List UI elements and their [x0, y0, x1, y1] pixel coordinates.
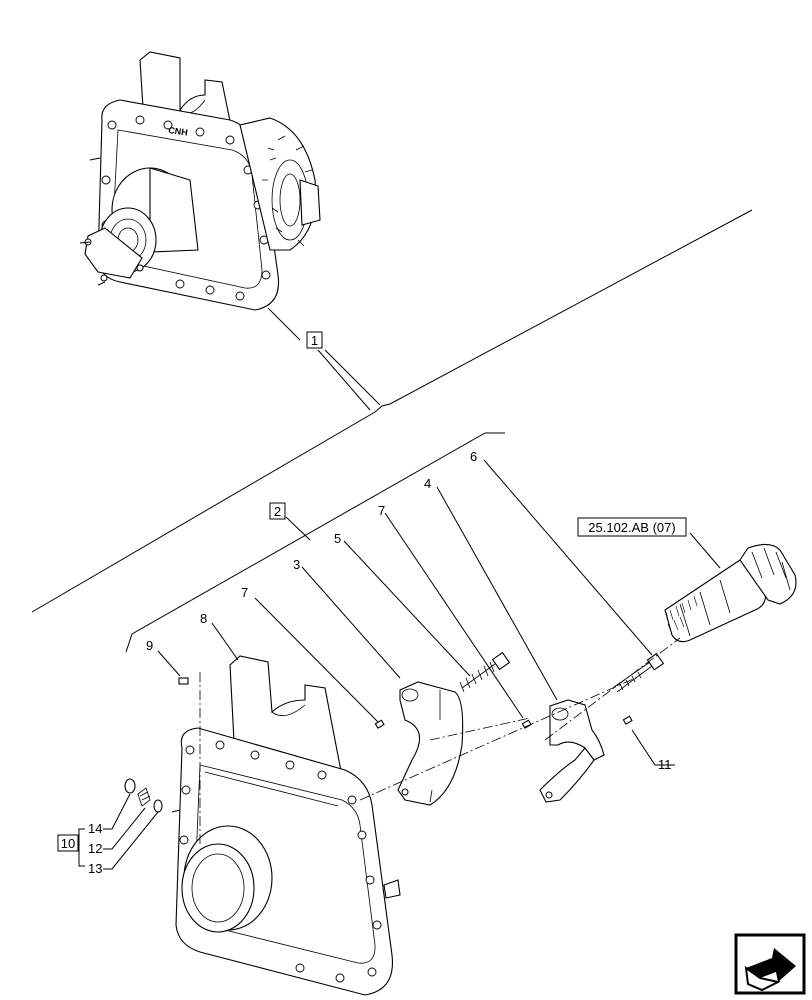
- pin-part-7a: [374, 719, 385, 729]
- group-10-bracket: [78, 828, 85, 867]
- label-12: 12: [88, 841, 102, 856]
- upper-housing-assembly: CNH: [79, 51, 321, 311]
- svg-text:1: 1: [311, 333, 318, 348]
- label-7a: 7: [378, 503, 385, 518]
- pin-part-11: [622, 715, 633, 725]
- separator-line: [31, 209, 753, 613]
- label-6: 6: [470, 449, 477, 464]
- pin-part-7b: [521, 719, 532, 729]
- label-13: 13: [88, 861, 102, 876]
- svg-text:25.102.AB (07): 25.102.AB (07): [588, 520, 675, 535]
- label-4: 4: [424, 476, 431, 491]
- svg-text:10: 10: [61, 836, 75, 851]
- label-5: 5: [334, 531, 341, 546]
- housing-logo: CNH: [168, 125, 189, 138]
- label-14: 14: [88, 821, 102, 836]
- shift-fork-part-4: [539, 699, 605, 803]
- label-9: 9: [146, 638, 153, 653]
- label-7b: 7: [241, 585, 248, 600]
- pin-part-9: [178, 677, 189, 685]
- pinion-shaft-reference: [664, 543, 797, 643]
- callout-10: 10: [57, 834, 79, 852]
- label-8: 8: [200, 611, 207, 626]
- detent-parts-12-13-14: [124, 778, 163, 813]
- reference-box[interactable]: 25.102.AB (07): [577, 517, 687, 537]
- bolt-part-6: [613, 652, 665, 693]
- shift-fork-part-3: [397, 681, 464, 806]
- svg-text:2: 2: [274, 504, 281, 519]
- label-3: 3: [293, 557, 300, 572]
- group-bracket: [125, 432, 505, 653]
- centerline-main: [359, 675, 641, 801]
- callout-1: 1: [306, 331, 323, 349]
- spring-part-5: [459, 651, 511, 693]
- centerline-pin: [429, 717, 531, 741]
- callout-2: 2: [269, 502, 286, 520]
- lower-housing-part-8: [171, 655, 401, 996]
- label-11: 11: [658, 757, 672, 772]
- centerline-shaft: [544, 637, 681, 741]
- next-page-arrow-icon[interactable]: [734, 933, 806, 995]
